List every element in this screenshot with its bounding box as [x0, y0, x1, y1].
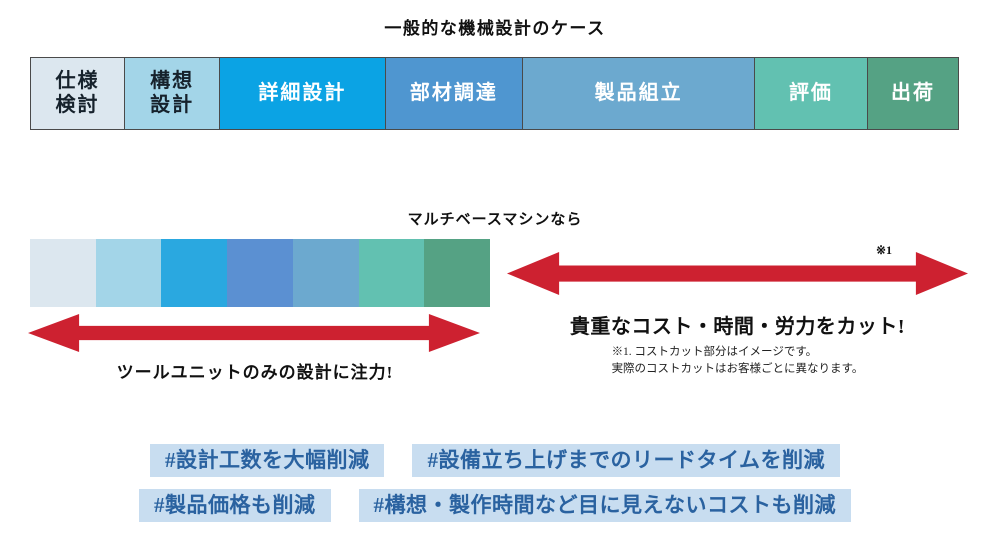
focus-label: ツールユニットのみの設計に注力!: [116, 363, 394, 382]
process-stage-label: 詳細設計: [258, 81, 347, 104]
footnote-ref: ※1: [876, 243, 893, 257]
process-stage-3: 詳細設計: [219, 58, 385, 129]
process-stage-6: 評価: [753, 58, 867, 129]
process-stage-4: 部材調達: [384, 58, 523, 129]
double-arrow-shape: [507, 252, 968, 295]
hashtag-row-1: #設計工数を大幅削減 #設備立ち上げまでのリードタイムを削減: [0, 444, 990, 477]
hashtag-badge: #設計工数を大幅削減: [149, 444, 385, 477]
double-arrow-shape: [28, 314, 480, 352]
process-stage-2: 構想 設計: [124, 58, 220, 129]
multibase-segment-7: [424, 239, 491, 307]
disclaimer-text: ※1. コストカット部分はイメージです。 実際のコストカットはお客様ごとに異なり…: [612, 344, 864, 379]
multibase-title: マルチベースマシンなら: [407, 212, 583, 228]
multibase-segment-3: [161, 239, 228, 307]
process-stage-7: 出荷: [866, 58, 959, 129]
hashtag-badge: #製品価格も削減: [139, 489, 331, 522]
disclaimer-line-2: 実際のコストカットはお客様ごとに異なります。: [611, 363, 864, 376]
multibase-segment-6: [358, 239, 425, 307]
process-stage-label: 評価: [788, 81, 833, 104]
multibase-segment-4: [227, 239, 293, 307]
process-stage-label: 出荷: [890, 81, 935, 104]
process-stage-label: 仕様 検討: [55, 69, 100, 116]
disclaimer-line-1: ※1. コストカット部分はイメージです。: [611, 346, 818, 358]
hashtag-badge: #設備立ち上げまでのリードタイムを削減: [412, 444, 841, 477]
process-stage-label: 構想 設計: [150, 69, 195, 116]
hashtag-row-2: #製品価格も削減 #構想・製作時間など目に見えないコストも削減: [0, 489, 990, 522]
multibase-segment-5: [292, 239, 359, 307]
cost-cut-label: 貴重なコスト・時間・労力をカット!: [569, 316, 906, 338]
general-case-title: 一般的な機械設計のケース: [384, 19, 606, 38]
hashtag-badge: #構想・製作時間など目に見えないコストも削減: [358, 489, 851, 522]
general-process-bar: 仕様 検討 構想 設計 詳細設計 部材調達 製品組立 評価 出荷: [30, 57, 959, 130]
multibase-segment-2: [95, 239, 162, 307]
disclaimer: ※1. コストカット部分はイメージです。 実際のコストカットはお客様ごとに異なり…: [505, 344, 970, 379]
cost-cut-arrow-icon: [507, 252, 968, 295]
process-stage-label: 製品組立: [594, 81, 683, 104]
multibase-segment-1: [30, 239, 96, 307]
process-stage-5: 製品組立: [522, 58, 754, 129]
design-focus-arrow-icon: [28, 314, 480, 352]
process-stage-label: 部材調達: [409, 81, 498, 104]
multibase-process-bar: [30, 239, 491, 307]
process-stage-1: 仕様 検討: [31, 58, 125, 129]
